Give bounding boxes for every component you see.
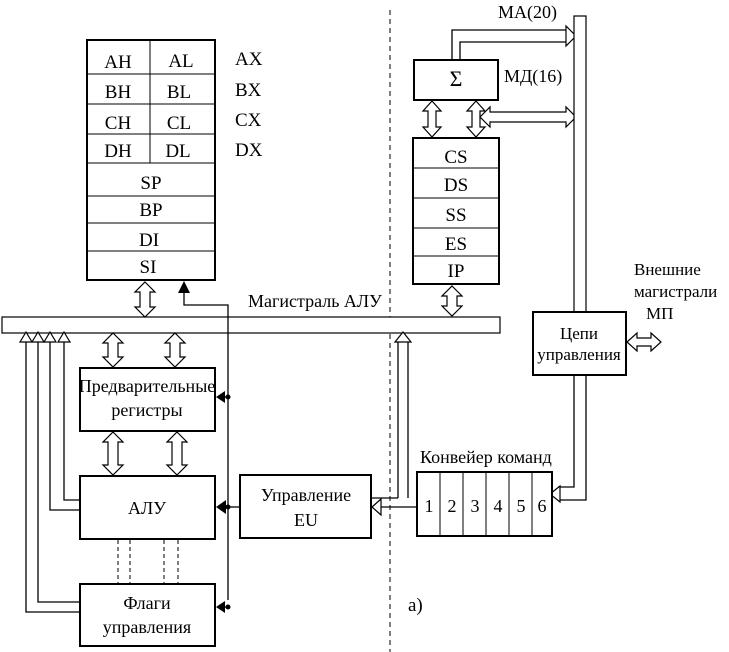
reg-al: AL	[168, 51, 193, 72]
flags-label-2: управления	[103, 617, 191, 637]
eu-control-box	[239, 474, 372, 539]
double-arrow-icon	[163, 332, 187, 368]
alu-bus-label: Магистраль АЛУ	[248, 291, 382, 311]
eu-control-label-1: Управление	[261, 485, 351, 505]
reg-ch: CH	[105, 113, 132, 134]
figure-caption: а)	[408, 595, 423, 616]
double-arrow-icon	[465, 100, 487, 138]
adder-sigma: Σ	[450, 66, 463, 91]
reg-bl: BL	[167, 82, 191, 103]
pre-registers-label-2: регистры	[111, 400, 182, 420]
double-arrow-icon	[101, 431, 125, 476]
pipeline-cell: 5	[517, 496, 526, 516]
seg-ds: DS	[444, 175, 468, 196]
double-arrow-icon	[101, 332, 125, 368]
pipeline-cell: 6	[538, 496, 547, 516]
system-bus	[573, 15, 587, 313]
seg-ss: SS	[445, 205, 466, 226]
data-bus-label: МД(16)	[504, 66, 562, 87]
external-bus-label-2: магистрали	[634, 282, 717, 301]
reg-bh: BH	[105, 82, 132, 103]
flags-label-1: Флаги	[123, 593, 171, 613]
segment-registers: CS DS SS ES IP	[412, 137, 500, 285]
general-registers: AH AL BH BL CH CL DH DL SP BP DI SI	[86, 39, 216, 281]
label-bx: BX	[235, 80, 262, 101]
alu-label: АЛУ	[128, 498, 166, 518]
seg-es: ES	[445, 234, 467, 255]
label-cx: CX	[235, 110, 262, 131]
double-arrow-icon	[133, 281, 157, 318]
pipeline-cell: 3	[471, 496, 480, 516]
reg-dl: DL	[165, 141, 190, 162]
control-circuits-label-1: Цепи	[560, 324, 598, 343]
address-bus-label: МА(20)	[498, 2, 557, 23]
double-arrow-icon	[626, 331, 662, 353]
eu-control-label-2: EU	[294, 510, 318, 530]
reg-si: SI	[140, 257, 157, 278]
reg-cl: CL	[167, 113, 191, 134]
label-ax: AX	[235, 49, 263, 70]
double-arrow-icon	[165, 431, 189, 476]
seg-ip: IP	[448, 261, 465, 282]
pipeline-cell: 4	[494, 496, 503, 516]
external-bus-label-3: МП	[646, 304, 673, 323]
pipeline-cell: 2	[448, 496, 457, 516]
double-arrow-icon	[421, 100, 443, 138]
double-arrow-icon	[479, 105, 577, 129]
arrow-head-icon	[178, 281, 190, 293]
pipeline-title: Конвейер команд	[420, 447, 552, 467]
reg-bp: BP	[139, 200, 162, 221]
reg-di: DI	[139, 230, 159, 251]
alu-box	[79, 475, 216, 540]
control-circuits-label-2: управления	[537, 345, 621, 364]
flags-box	[79, 583, 216, 647]
adder-box	[413, 59, 499, 101]
label-dx: DX	[235, 140, 263, 161]
pre-registers-box	[79, 367, 216, 432]
external-bus-label-1: Внешние	[634, 260, 701, 279]
control-circuits-box	[532, 311, 627, 376]
reg-dh: DH	[104, 141, 132, 162]
seg-cs: CS	[444, 147, 467, 168]
pipeline-queue: 1 2 3 4 5 6	[416, 471, 553, 537]
reg-ah: AH	[104, 52, 132, 73]
pipeline-cell: 1	[425, 496, 434, 516]
reg-sp: SP	[140, 173, 161, 194]
alu-bus	[1, 316, 501, 334]
pre-registers-label-1: Предварительные	[79, 376, 216, 396]
double-arrow-icon	[440, 285, 464, 317]
